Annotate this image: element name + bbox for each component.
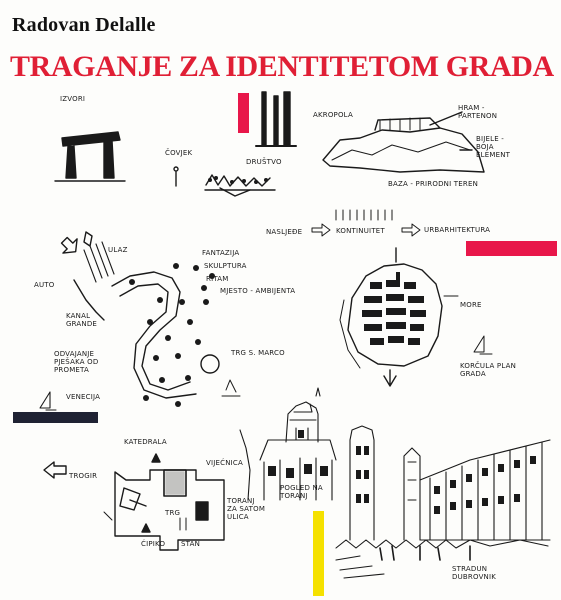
label-izvori: izvori <box>60 95 86 103</box>
label-stan: stan <box>181 540 201 548</box>
navy-horizontal-bar <box>13 412 98 423</box>
dolmen-sketch <box>54 131 126 182</box>
yellow-vertical-bar <box>313 511 324 596</box>
label-pogled-na-toranj: pogled na toranj <box>280 484 323 500</box>
label-katedrala: katedrala <box>124 438 167 446</box>
label-korcula: korčula plan grada <box>460 362 517 378</box>
label-kanal-grande: kanal grande <box>66 312 98 328</box>
label-stradun: stradun dubrovnik <box>452 565 497 581</box>
label-trg-s-marco: trg s. marco <box>231 349 285 357</box>
label-venecija: venecija <box>66 393 101 401</box>
label-drustvo: društvo <box>246 158 282 166</box>
label-bijele-boja-element: bijele - boja element <box>476 135 511 159</box>
human-figures-sketch <box>173 166 276 197</box>
columns-sketch <box>255 91 297 147</box>
label-fantazija: fantazija <box>202 249 240 257</box>
label-ritam: ritam <box>206 275 229 283</box>
label-hram-partenon: hram - partenon <box>458 104 498 120</box>
label-toranj: toranj za satom ulica <box>227 497 266 521</box>
red-horizontal-bar <box>466 241 557 256</box>
label-cipiko: ćipiko <box>141 540 166 548</box>
book-title: TRAGANJE ZA IDENTITETOM GRADA <box>10 50 554 83</box>
label-odvajanje: odvajanje pješaka od prometa <box>54 350 99 374</box>
label-vijecnica: vijećnica <box>206 459 244 467</box>
author-name: Radovan Delalle <box>12 14 156 36</box>
label-more: more <box>460 301 482 309</box>
venice-plan-sketch <box>39 231 241 411</box>
label-trogir: trogir <box>69 472 98 480</box>
stradun-sketch <box>335 425 551 579</box>
red-vertical-bar <box>238 93 249 133</box>
label-trg: trg <box>165 509 181 517</box>
label-akropola: akropola <box>313 111 353 119</box>
label-baza-prirodni-teren: baza - prirodni teren <box>388 180 479 188</box>
label-nasljede: nasljeđe <box>266 228 303 236</box>
label-ulaz: ulaz <box>108 246 128 254</box>
continuity-arrows-sketch <box>311 209 421 237</box>
korcula-plan-sketch <box>339 247 493 387</box>
trogir-plan-sketch <box>43 453 225 551</box>
label-covjek: čovjek <box>165 149 193 157</box>
label-skulptura: skulptura <box>204 262 247 270</box>
acropolis-sketch <box>322 111 485 173</box>
label-auto: auto <box>34 281 55 289</box>
label-kontinuitet: kontinuitet <box>336 227 385 235</box>
label-mjesto-ambijenta: mjesto - ambijenta <box>220 287 296 295</box>
trogir-tower-sketch <box>239 387 337 501</box>
label-urbarhitektura: urbarhitektura <box>424 226 491 234</box>
